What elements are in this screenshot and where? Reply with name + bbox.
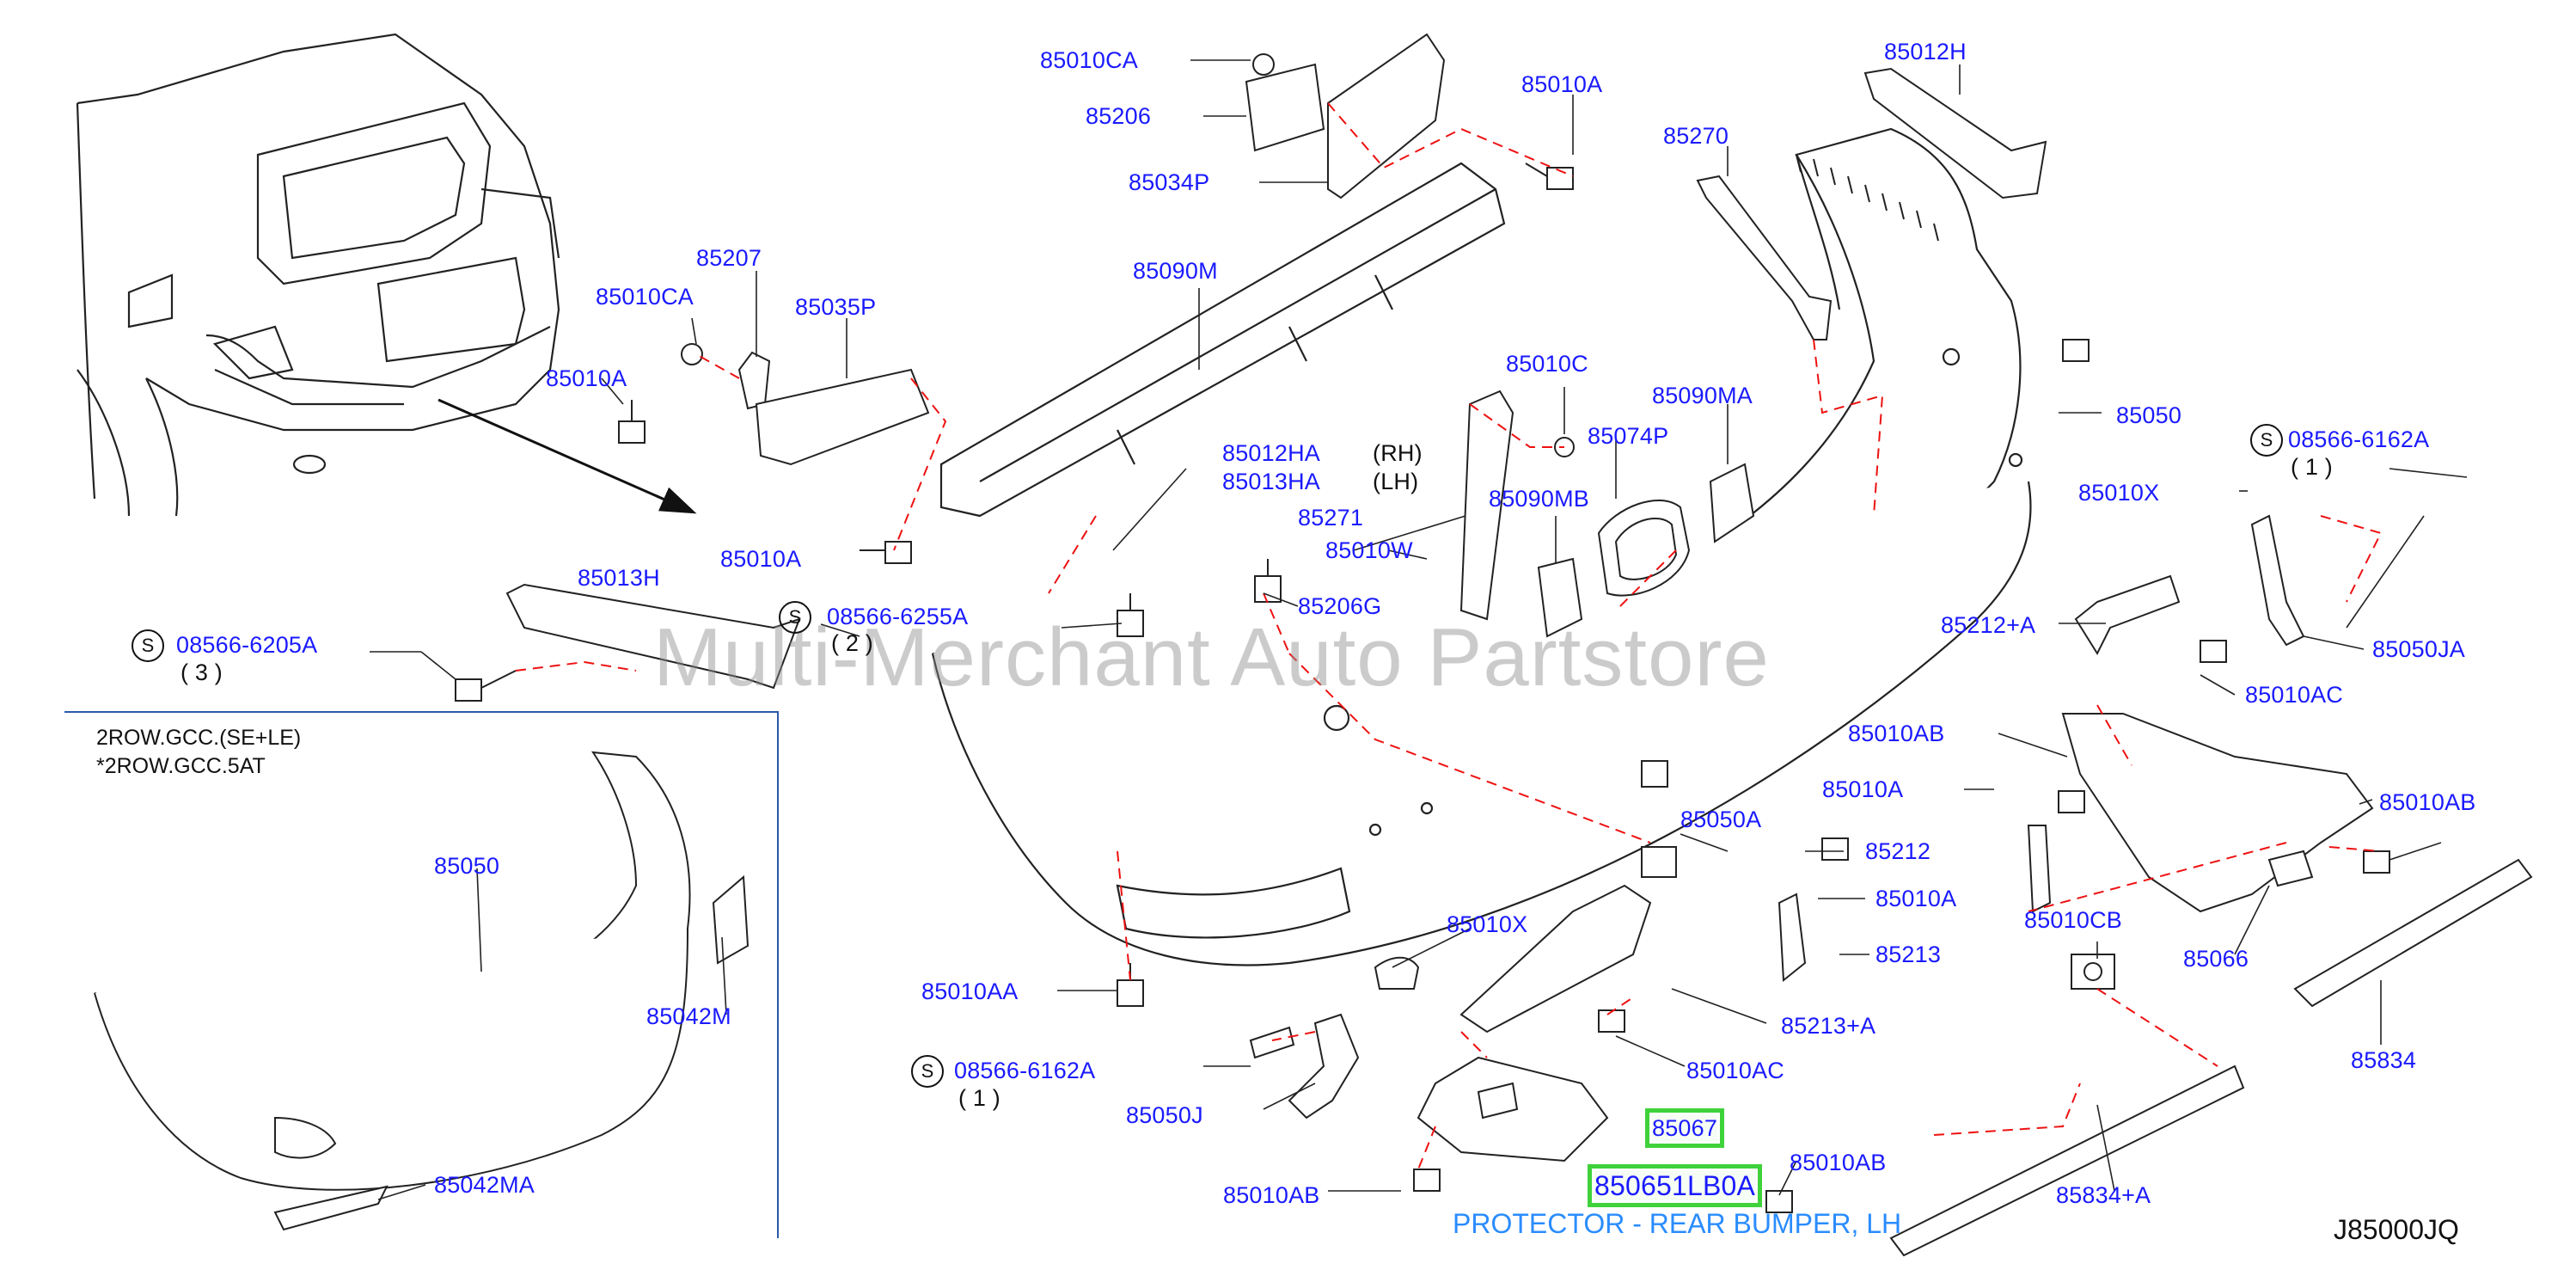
callout-85013ha[interactable]: 85013HA bbox=[1222, 469, 1320, 494]
callout-85010ca-top[interactable]: 85010CA bbox=[1040, 47, 1138, 73]
watermark: Multi-Merchant Auto Partstore bbox=[653, 611, 1770, 703]
reflector-parts bbox=[1459, 390, 1755, 638]
energy-absorber bbox=[939, 162, 1506, 518]
callout-85206[interactable]: 85206 bbox=[1086, 103, 1152, 129]
s-symbol-6162a-lower: S bbox=[911, 1055, 944, 1088]
bracket-85012h bbox=[1863, 67, 2047, 199]
callout-85271[interactable]: 85271 bbox=[1298, 505, 1364, 531]
inset-note-line1: 2ROW.GCC.(SE+LE) bbox=[96, 726, 302, 750]
callout-85042ma[interactable]: 85042MA bbox=[434, 1172, 535, 1198]
inset-note-line2: *2ROW.GCC.5AT bbox=[96, 754, 266, 778]
callout-85012h[interactable]: 85012H bbox=[1884, 39, 1967, 64]
callout-85050-main[interactable]: 85050 bbox=[2116, 402, 2182, 428]
callout-85010a-left[interactable]: 85010A bbox=[546, 365, 627, 391]
callout-85010a-lower[interactable]: 85010A bbox=[1875, 886, 1957, 911]
location-arrow bbox=[437, 398, 697, 514]
callout-85010aa[interactable]: 85010AA bbox=[921, 978, 1019, 1004]
callout-08566-6162a-lower[interactable]: 08566-6162A bbox=[954, 1058, 1096, 1083]
callout-85010ca-left[interactable]: 85010CA bbox=[596, 284, 694, 310]
callout-85010x-right[interactable]: 85010X bbox=[2078, 480, 2160, 506]
dashed-leaders bbox=[515, 102, 2383, 1170]
qty-6162a-lower: ( 1 ) bbox=[958, 1085, 1001, 1111]
vehicle-outline bbox=[76, 33, 560, 517]
callout-85213-plus-a[interactable]: 85213+A bbox=[1781, 1013, 1876, 1039]
callout-85010a-mid[interactable]: 85010A bbox=[720, 546, 802, 572]
callout-85213[interactable]: 85213 bbox=[1875, 942, 1942, 967]
figure-code: J85000JQ bbox=[2334, 1214, 2459, 1245]
callout-85090m[interactable]: 85090M bbox=[1133, 258, 1218, 284]
callout-85035p[interactable]: 85035P bbox=[795, 294, 877, 320]
part-description: PROTECTOR - REAR BUMPER, LH bbox=[1453, 1208, 1902, 1239]
inset-bumper bbox=[94, 751, 750, 1231]
callout-08566-6255a[interactable]: 08566-6255A bbox=[827, 604, 969, 629]
callout-85010w[interactable]: 85010W bbox=[1325, 537, 1413, 563]
lh-marker: (LH) bbox=[1373, 469, 1419, 494]
callout-85010cb[interactable]: 85010CB bbox=[2024, 907, 2122, 933]
callout-85090ma[interactable]: 85090MA bbox=[1652, 383, 1753, 408]
right-side-parts bbox=[1889, 514, 2533, 1257]
callout-85207[interactable]: 85207 bbox=[696, 245, 762, 271]
callout-leaders bbox=[370, 59, 2468, 1200]
callout-85050ja[interactable]: 85050JA bbox=[2372, 636, 2465, 662]
callout-85074p[interactable]: 85074P bbox=[1588, 423, 1669, 449]
rh-marker: (RH) bbox=[1373, 440, 1423, 466]
callout-85010ab-lower-left[interactable]: 85010AB bbox=[1223, 1182, 1320, 1208]
callout-85010ac-lower[interactable]: 85010AC bbox=[1686, 1058, 1784, 1083]
s-symbol-6162a-right: S bbox=[2250, 424, 2283, 457]
bumper-clips-texture bbox=[1796, 154, 1939, 242]
callout-85010ab-right[interactable]: 85010AB bbox=[1848, 721, 1945, 746]
part-number-highlighted[interactable]: 850651LB0A bbox=[1587, 1164, 1763, 1207]
callout-85066[interactable]: 85066 bbox=[2183, 946, 2249, 972]
callout-85013h[interactable]: 85013H bbox=[578, 565, 660, 591]
callout-85212[interactable]: 85212 bbox=[1865, 838, 1931, 864]
s-symbol-6255a: S bbox=[779, 601, 811, 634]
callout-85010ab-lower-right[interactable]: 85010AB bbox=[1790, 1150, 1887, 1175]
callout-85042m[interactable]: 85042M bbox=[646, 1003, 731, 1029]
callout-85010ac-right[interactable]: 85010AC bbox=[2245, 682, 2343, 708]
qty-6162a-right: ( 1 ) bbox=[2291, 454, 2334, 480]
bracket-85013h bbox=[505, 583, 801, 690]
callout-85010a-right[interactable]: 85010A bbox=[1822, 776, 1904, 802]
bolts bbox=[455, 163, 2390, 1213]
callout-85834-plus-a[interactable]: 85834+A bbox=[2056, 1182, 2151, 1208]
callout-85010x-lower[interactable]: 85010X bbox=[1447, 911, 1528, 937]
upper-brackets bbox=[1245, 33, 1446, 199]
callout-85067-highlighted[interactable]: 85067 bbox=[1644, 1108, 1725, 1148]
callout-08566-6205a[interactable]: 08566-6205A bbox=[176, 632, 318, 658]
callout-85206g[interactable]: 85206G bbox=[1298, 593, 1382, 619]
callout-85050a[interactable]: 85050A bbox=[1680, 807, 1762, 832]
callout-85050j[interactable]: 85050J bbox=[1126, 1102, 1203, 1128]
callout-85010a-top[interactable]: 85010A bbox=[1521, 71, 1603, 97]
callout-85010c[interactable]: 85010C bbox=[1506, 351, 1588, 377]
s-symbol-6205a: S bbox=[132, 629, 164, 662]
callout-85212-plus-a[interactable]: 85212+A bbox=[1941, 612, 2036, 638]
qty-6205a: ( 3 ) bbox=[181, 659, 223, 685]
lower-parts bbox=[1288, 884, 1807, 1163]
qty-6255a: ( 2 ) bbox=[831, 630, 874, 656]
bracket-85270 bbox=[1696, 175, 1833, 340]
callout-85012ha[interactable]: 85012HA bbox=[1222, 440, 1320, 466]
callout-85010ab-far-right[interactable]: 85010AB bbox=[2379, 789, 2476, 815]
inset-frame bbox=[64, 711, 779, 1238]
callout-85090mb[interactable]: 85090MB bbox=[1489, 486, 1589, 512]
main-bumper bbox=[931, 127, 2032, 966]
callout-08566-6162a-right[interactable]: 08566-6162A bbox=[2288, 426, 2430, 452]
side-brackets-85035p bbox=[737, 351, 930, 466]
callout-85050-inset[interactable]: 85050 bbox=[434, 853, 500, 879]
callout-85034p[interactable]: 85034P bbox=[1129, 169, 1210, 195]
callout-85270[interactable]: 85270 bbox=[1663, 123, 1729, 149]
callout-85834[interactable]: 85834 bbox=[2351, 1047, 2417, 1073]
